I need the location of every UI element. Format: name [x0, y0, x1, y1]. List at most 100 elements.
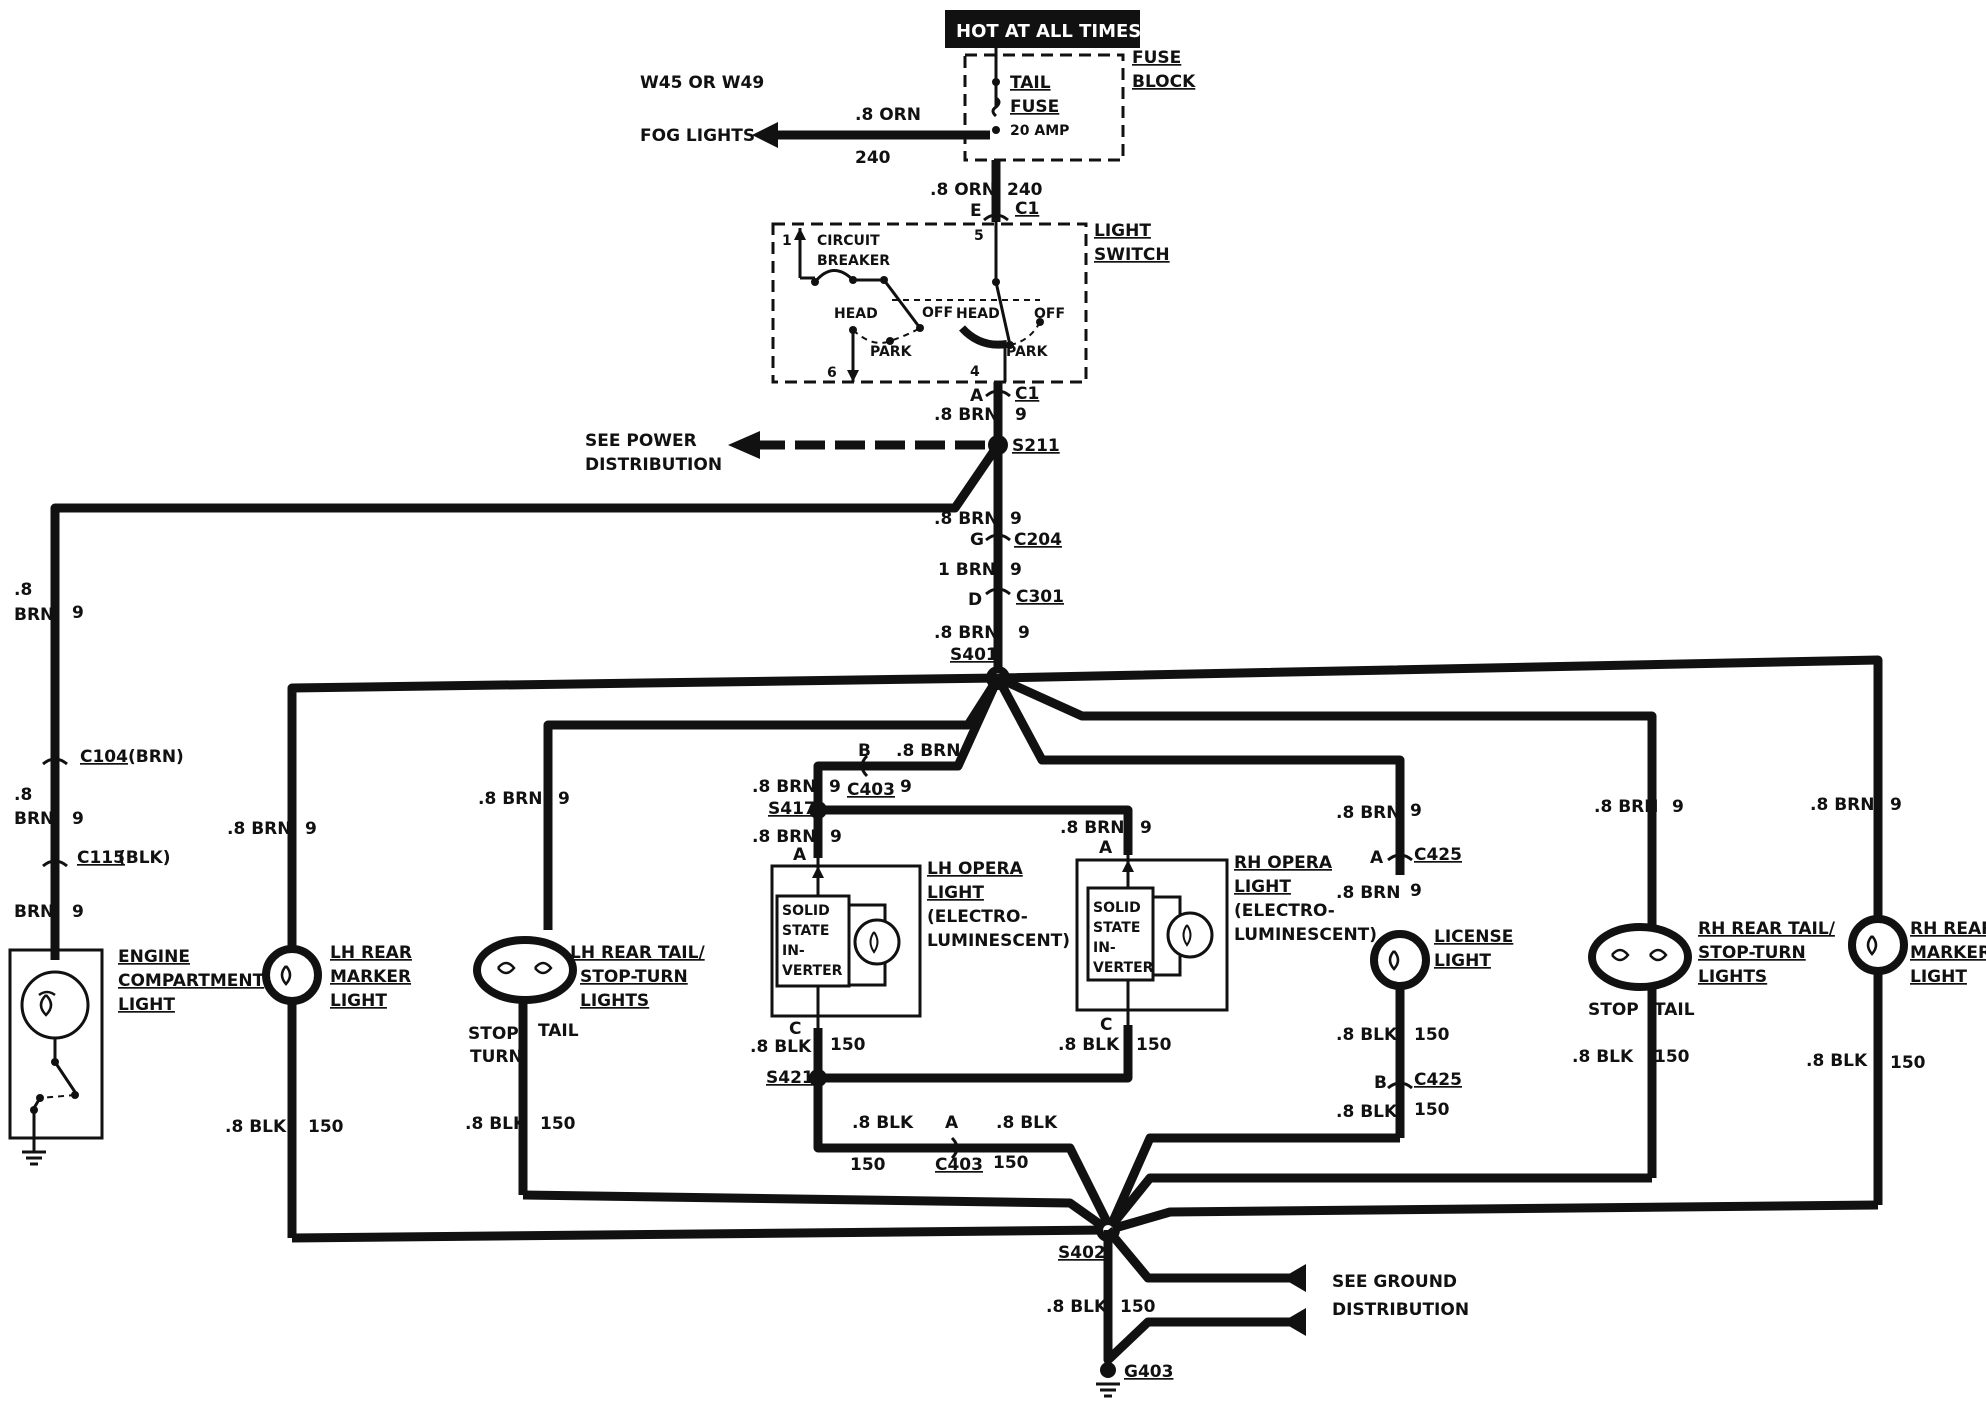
engine-top-circuit: 9	[72, 603, 84, 623]
rh-opera-pin-c: C	[1100, 1015, 1112, 1035]
engine-mid-circuit: 9	[72, 809, 84, 829]
engine-title-1: ENGINE	[118, 947, 190, 967]
c425-bot-label: C425	[1414, 1070, 1462, 1090]
rh-tail-title-3: LIGHTS	[1698, 967, 1767, 987]
s211-down-circuit: 9	[1010, 509, 1022, 529]
lh-opera-pin-c: C	[789, 1019, 801, 1039]
engine-low-color: BRN	[14, 902, 54, 922]
park-switch-blade	[994, 281, 1012, 346]
lh-opera-title-4: LUMINESCENT)	[927, 931, 1070, 951]
rh-tail-filament-icon	[1611, 948, 1668, 962]
license-title-1: LICENSE	[1434, 927, 1513, 947]
engine-bulb-icon	[20, 970, 90, 1040]
lh-opera-pin-a: A	[793, 845, 807, 865]
lh-marker-title-1: LH REAR	[330, 943, 412, 963]
c301-pin: D	[968, 590, 982, 610]
lh-opera-title-2: LIGHT	[927, 883, 984, 903]
lh-marker-bot-size: .8 BLK	[225, 1117, 287, 1137]
license-top-circuit: 9	[1410, 801, 1422, 821]
lh-marker-bot-circuit: 150	[308, 1117, 344, 1137]
lh-marker-top-size: .8 BRN	[227, 819, 291, 839]
c425-top-label: C425	[1414, 845, 1462, 865]
c425-bot-connector-icon	[1387, 1081, 1413, 1090]
rh-tail-bulb-icon	[1588, 923, 1692, 991]
rh-marker-title-1: RH REAR	[1910, 919, 1986, 939]
license-filament-icon	[1388, 950, 1400, 971]
lh-tail-bulb-icon	[473, 936, 577, 1004]
c204-size: 1 BRN	[938, 560, 996, 580]
s402-down-circuit: 150	[1120, 1297, 1156, 1317]
rh-tail-bot-circuit: 150	[1654, 1047, 1690, 1067]
license-mid-size: .8 BRN	[1336, 883, 1400, 903]
lh-tail-stop-turn-1: STOP-	[468, 1024, 526, 1044]
rh-opera-title-4: LUMINESCENT)	[1234, 925, 1377, 945]
lh-tail-top-size: .8 BRN	[478, 789, 542, 809]
off-r-contact	[1036, 318, 1044, 326]
head-park-contact-bar	[959, 325, 1008, 349]
c425-bot-pin: B	[1374, 1073, 1387, 1093]
s402-down-size: .8 BLK	[1046, 1297, 1108, 1317]
lh-inverter-3: IN-	[782, 943, 805, 959]
ground-dist-upper-wire	[1104, 1227, 1300, 1283]
rh-tail-title-2: STOP-TURN	[1698, 943, 1806, 963]
engine-title-2: COMPARTMENT	[118, 971, 265, 991]
engine-ground-node	[30, 1106, 38, 1114]
park-r-arc	[1009, 321, 1041, 346]
switch-out-conn-c1: C1	[1015, 384, 1039, 404]
rh-inverter-box	[1086, 886, 1155, 982]
c403-top-circuit: 9	[900, 777, 912, 797]
headlamp-switch-pivot	[916, 324, 924, 332]
engine-ground-icon	[22, 1150, 46, 1166]
option-label: W45 OR W49	[640, 73, 764, 93]
rh-marker-title-3: LIGHT	[1910, 967, 1967, 987]
engine-bulb-filament-icon	[38, 990, 56, 1017]
lh-tail-to-s402-wire	[522, 1190, 1111, 1234]
rh-opera-title-3: (ELECTRO-	[1234, 901, 1335, 921]
see-ground-label-2: DISTRIBUTION	[1332, 1300, 1469, 1320]
engine-top-size: .8	[14, 580, 32, 600]
c301-size: .8 BRN	[934, 623, 998, 643]
c301-label: C301	[1016, 587, 1064, 607]
rh-tail-to-s402-wire	[1104, 1173, 1652, 1233]
rh-opera-title-1: RH OPERA	[1234, 853, 1333, 873]
c204-circuit: 9	[1010, 560, 1022, 580]
rh-tail-tail-label: TAIL	[1654, 1000, 1695, 1020]
c104-connector-icon	[42, 757, 68, 766]
off-r-label: OFF	[1034, 306, 1065, 322]
ground-dist-lower-wire	[1103, 1230, 1300, 1365]
fuse-bottom-node	[992, 126, 1000, 134]
rh-opera-out-size: .8 BLK	[1058, 1035, 1120, 1055]
rh-marker-feed-wire	[997, 655, 1883, 920]
c115-label: C115	[77, 848, 125, 868]
rh-marker-title-2: MARKER	[1910, 943, 1986, 963]
s401-label: S401	[950, 645, 998, 665]
lh-marker-title-2: MARKER	[330, 967, 411, 987]
license-title-2: LIGHT	[1434, 951, 1491, 971]
engine-switch-upper	[53, 1061, 77, 1093]
fog-lights-label: FOG LIGHTS	[640, 126, 755, 146]
c115-connector-icon	[42, 859, 68, 868]
c204-connector-icon	[985, 533, 1011, 542]
engine-title-3: LIGHT	[118, 995, 175, 1015]
rh-tail-bot-size: .8 BLK	[1572, 1047, 1634, 1067]
light-switch-label-2: SWITCH	[1094, 245, 1170, 265]
s417-label: S417	[768, 799, 816, 819]
lh-opera-title-1: LH OPERA	[927, 859, 1024, 879]
park-r-label: PARK	[1006, 344, 1049, 360]
switch-pin-5: 5	[974, 228, 984, 244]
c403-bot-label: C403	[935, 1155, 983, 1175]
rh-marker-to-s402-wire	[1106, 1200, 1879, 1235]
engine-low-circuit: 9	[72, 902, 84, 922]
light-switch-box	[771, 222, 1088, 384]
rh-tail-top-circuit: 9	[1672, 797, 1684, 817]
fuse-block-box	[963, 53, 1125, 162]
c403-bot-right-size: .8 BLK	[996, 1113, 1058, 1133]
rh-inverter-4: VERTER	[1093, 960, 1154, 976]
c403-bot-left-size: .8 BLK	[852, 1113, 914, 1133]
fog-wire-circuit: 240	[855, 148, 891, 168]
lh-opera-in-arrow-icon	[812, 866, 824, 878]
head-l-arc	[852, 327, 921, 344]
switch-pin-4: 4	[970, 364, 980, 380]
lh-marker-filament-icon	[280, 965, 292, 986]
lh-tail-bot-circuit: 150	[540, 1114, 576, 1134]
